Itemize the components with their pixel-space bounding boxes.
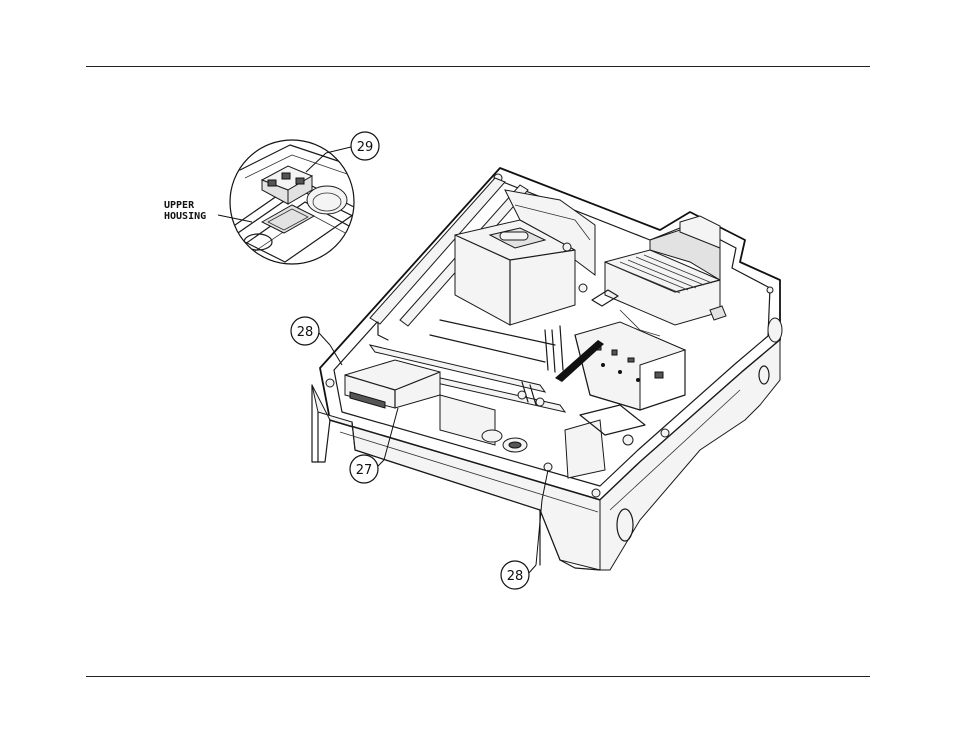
callout-28-left: 28 xyxy=(291,317,342,365)
upper-housing-line2: HOUSING xyxy=(164,211,206,222)
callout-29-label: 29 xyxy=(357,140,374,155)
callout-27-label: 27 xyxy=(356,463,373,478)
detail-inset xyxy=(222,140,365,268)
upper-housing-line1: UPPER xyxy=(164,200,195,211)
callout-28-bottom-label: 28 xyxy=(507,569,524,584)
callout-28-left-label: 28 xyxy=(297,325,314,340)
